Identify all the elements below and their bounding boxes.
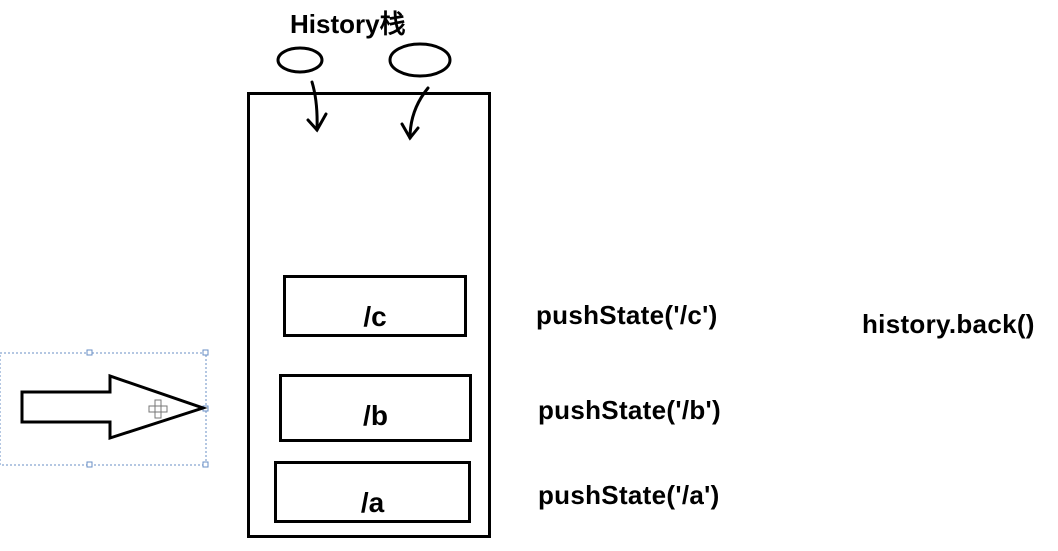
- diagram-title: History栈: [290, 9, 406, 39]
- push-state-c-label: pushState('/c'): [536, 300, 718, 330]
- history-back-label: history.back(): [862, 309, 1035, 339]
- stack-entry-a: /a: [274, 461, 471, 523]
- push-state-a-label: pushState('/a'): [538, 480, 720, 510]
- stack-entry-c: /c: [283, 275, 467, 337]
- right-ellipse: [388, 42, 452, 78]
- stack-entry-b: /b: [279, 374, 472, 442]
- history-stack: [247, 92, 491, 538]
- left-ellipse: [276, 46, 324, 74]
- move-cursor-icon: [148, 399, 168, 419]
- push-state-b-label: pushState('/b'): [538, 395, 721, 425]
- pointer-arrow: [20, 373, 208, 441]
- selection-frame: [0, 349, 209, 468]
